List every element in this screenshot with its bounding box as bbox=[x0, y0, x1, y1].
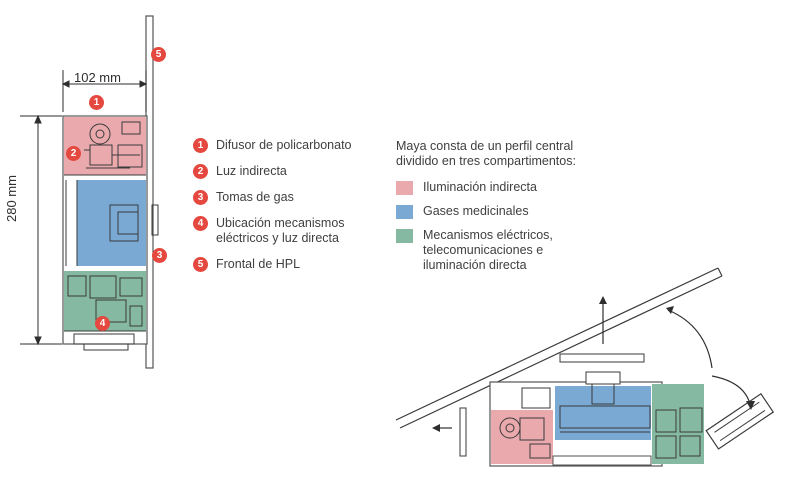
height-dimension bbox=[20, 114, 62, 346]
legend-line: Tomas de gas bbox=[216, 190, 294, 204]
legend-line: Frontal de HPL bbox=[216, 257, 301, 271]
legend-item-label: Luz indirecta bbox=[216, 164, 287, 179]
green-swatch bbox=[396, 229, 413, 243]
compartment-line: telecomunicaciones e bbox=[423, 243, 544, 257]
callout-1: 1 bbox=[89, 95, 104, 110]
legend-item: 4 Ubicación mecanismos eléctricos y luz … bbox=[193, 216, 383, 246]
compartment-item: Mecanismos eléctricos, telecomunicacione… bbox=[396, 228, 656, 273]
pink-details bbox=[64, 121, 146, 176]
compartment-line: Iluminación indirecta bbox=[423, 180, 537, 194]
blue-swatch bbox=[396, 205, 413, 219]
blue-compartment bbox=[77, 180, 146, 266]
legend-line: eléctricos y luz directa bbox=[216, 231, 339, 245]
legend-number-badge: 1 bbox=[193, 138, 208, 153]
legend-line: Difusor de policarbonato bbox=[216, 138, 352, 152]
intro-line: Maya consta de un perfil central bbox=[396, 139, 574, 153]
legend-item-label: Tomas de gas bbox=[216, 190, 294, 205]
compartment-legend: Iluminación indirecta Gases medicinales … bbox=[396, 180, 656, 282]
legend-line: Ubicación mecanismos bbox=[216, 216, 345, 230]
legend-item: 2 Luz indirecta bbox=[193, 164, 383, 179]
legend-item: 5 Frontal de HPL bbox=[193, 257, 383, 272]
legend-item: 3 Tomas de gas bbox=[193, 190, 383, 205]
callout-2: 2 bbox=[66, 146, 81, 161]
compartment-line: Gases medicinales bbox=[423, 204, 529, 218]
callout-3: 3 bbox=[152, 248, 167, 263]
legend-number-badge: 4 bbox=[193, 216, 208, 231]
green-details bbox=[64, 275, 146, 351]
legend-item-label: Ubicación mecanismos eléctricos y luz di… bbox=[216, 216, 345, 246]
compartment-item: Iluminación indirecta bbox=[396, 180, 656, 195]
height-dimension-label: 280 mm bbox=[4, 175, 19, 222]
intro-text: Maya consta de un perfil central dividid… bbox=[396, 139, 656, 169]
compartment-label: Iluminación indirecta bbox=[423, 180, 537, 195]
compartment-line: iluminación directa bbox=[423, 258, 527, 272]
legend-line: Luz indirecta bbox=[216, 164, 287, 178]
intro-line: dividido en tres compartimentos: bbox=[396, 154, 576, 168]
installed-view-drawing bbox=[395, 267, 775, 467]
compartment-label: Gases medicinales bbox=[423, 204, 529, 219]
numbered-legend: 1 Difusor de policarbonato 2 Luz indirec… bbox=[193, 138, 383, 283]
compartment-label: Mecanismos eléctricos, telecomunicacione… bbox=[423, 228, 553, 273]
legend-item: 1 Difusor de policarbonato bbox=[193, 138, 383, 153]
pink-swatch bbox=[396, 181, 413, 195]
width-dimension bbox=[61, 70, 148, 112]
compartment-item: Gases medicinales bbox=[396, 204, 656, 219]
compartment-line: Mecanismos eléctricos, bbox=[423, 228, 553, 242]
legend-item-label: Frontal de HPL bbox=[216, 257, 300, 272]
legend-number-badge: 3 bbox=[193, 190, 208, 205]
legend-number-badge: 2 bbox=[193, 164, 208, 179]
callout-4: 4 bbox=[95, 316, 110, 331]
callout-5: 5 bbox=[151, 47, 166, 62]
width-dimension-label: 102 mm bbox=[74, 70, 121, 85]
legend-number-badge: 5 bbox=[193, 257, 208, 272]
legend-item-label: Difusor de policarbonato bbox=[216, 138, 352, 153]
blue-details bbox=[65, 180, 159, 266]
